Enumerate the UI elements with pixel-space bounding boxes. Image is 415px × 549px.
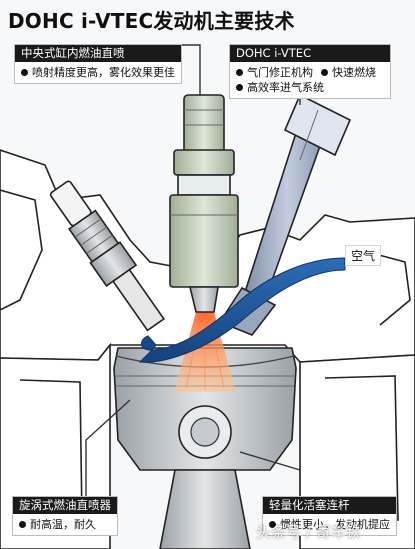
callout-heading: DOHC i-VTEC — [230, 45, 390, 62]
bullet-dot-icon — [269, 521, 276, 528]
callout-swirl-injector: 旋涡式燃油直喷器 耐高温，耐久 — [12, 496, 118, 536]
callout-dohc-ivtec: DOHC i-VTEC 气门修正机构 快速燃烧 高效率进气系统 — [229, 44, 391, 99]
swirl-fuel-injector — [49, 180, 165, 332]
air-flow-arrow — [138, 257, 346, 363]
bullet-dot-icon — [21, 69, 28, 76]
piston — [113, 347, 297, 549]
callout-piston-rod: 轻量化活塞连杆 惯性更小，发动机提应 — [262, 496, 397, 536]
callout-heading: 旋涡式燃油直喷器 — [13, 497, 117, 514]
central-fuel-injector — [169, 94, 239, 313]
callout-bullet: 气门修正机构 — [247, 66, 313, 79]
watermark: 头条号 / 寄车铁 — [256, 523, 361, 541]
bullet-dot-icon — [236, 69, 243, 76]
callout-bullet: 喷射精度更高，雾化效果更佳 — [32, 66, 175, 79]
callout-bullet: 惯性更小，发动机提应 — [280, 518, 390, 531]
callout-bullet: 耐高温，耐久 — [30, 518, 96, 531]
callout-bullet: 快速燃烧 — [332, 66, 376, 79]
bullet-dot-icon — [236, 84, 243, 91]
air-label: 空气 — [345, 245, 382, 266]
cylinder-head — [0, 149, 415, 363]
bullet-dot-icon — [321, 69, 328, 76]
bullet-dot-icon — [19, 521, 26, 528]
page-title: DOHC i-VTEC发动机主要技术 — [8, 9, 295, 33]
callout-bullet: 高效率进气系统 — [247, 81, 324, 94]
callout-heading: 轻量化活塞连杆 — [263, 497, 396, 514]
callout-central-injection: 中央式缸内燃油直喷 喷射精度更高，雾化效果更佳 — [14, 44, 182, 84]
callout-heading: 中央式缸内燃油直喷 — [15, 45, 181, 62]
